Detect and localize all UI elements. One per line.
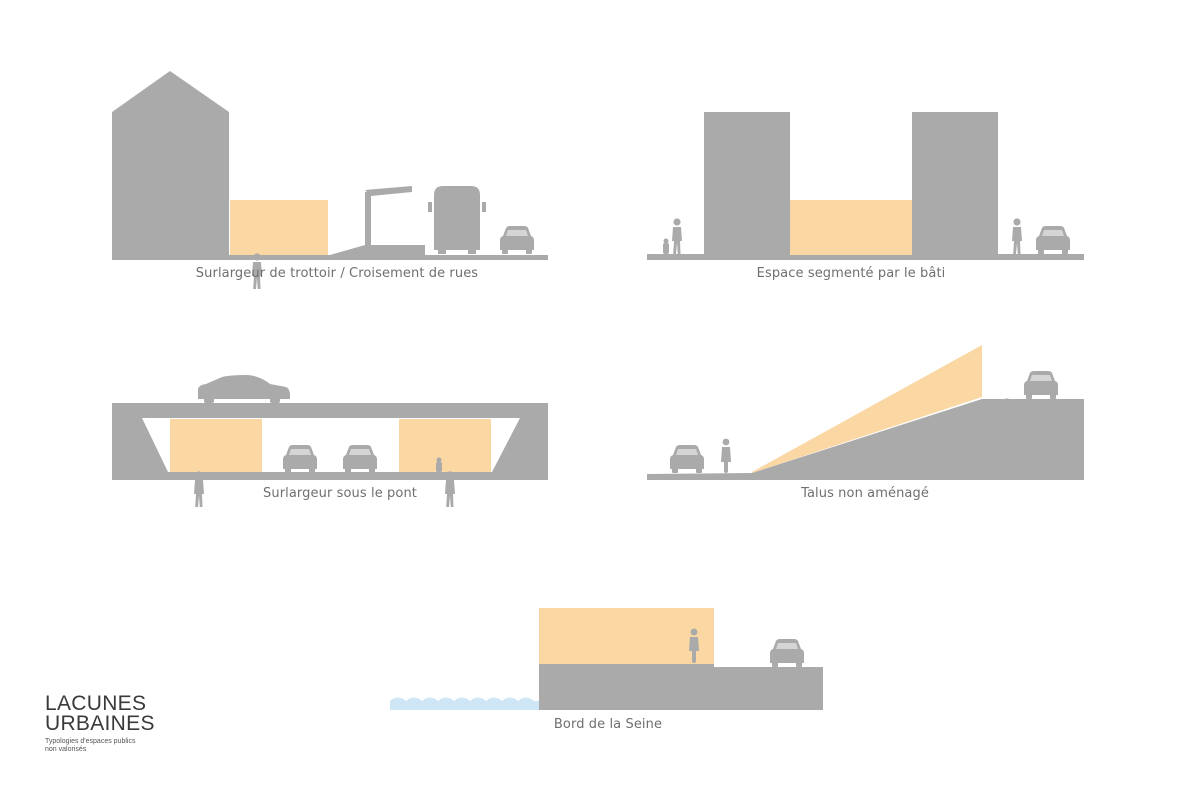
urban-gap-zone-right: [399, 419, 491, 472]
section-under-bridge: [112, 375, 548, 507]
urban-gap-zone: [752, 345, 982, 473]
caption-section-5: Bord de la Seine: [553, 717, 663, 732]
cyclist-icon: [721, 438, 731, 473]
section-embankment: [647, 345, 1084, 480]
bridge-structure: [112, 403, 548, 480]
section-segmented-space: [647, 112, 1084, 260]
urban-gap-zone-left: [170, 419, 262, 472]
title-line-2: URBAINES: [45, 712, 155, 735]
title-line-1: LACUNES: [45, 692, 147, 715]
car-icon: [670, 445, 704, 473]
car-icon: [343, 445, 377, 473]
caption-section-3: Surlargeur sous le pont: [263, 486, 417, 501]
section-seine-bank: [390, 608, 823, 710]
caption-section-4: Talus non aménagé: [801, 486, 929, 501]
car-on-bridge-icon: [198, 375, 290, 403]
cyclist-icon: [689, 628, 699, 663]
sidewalk-ramp: [330, 245, 425, 255]
car-icon: [283, 445, 317, 473]
gabled-building: [112, 71, 229, 260]
bus-shelter-icon: [365, 186, 412, 247]
ground-line: [647, 254, 1084, 260]
car-icon: [1036, 226, 1070, 254]
building-left: [704, 112, 790, 255]
subtitle-line-2: non valorisés: [45, 746, 87, 753]
car-icon: [1024, 371, 1058, 399]
subtitle-line-1: Typologies d'espaces publics: [45, 738, 136, 745]
pedestrian-icon: [1012, 218, 1022, 254]
caption-section-1: Surlargeur de trottoir / Croisement de r…: [195, 266, 479, 281]
caption-section-2: Espace segmenté par le bâti: [756, 266, 946, 281]
car-icon: [770, 639, 804, 667]
section-sidewalk-widening: [112, 71, 548, 289]
embankment-slope: [647, 399, 1084, 480]
water-waves-icon: [390, 697, 539, 710]
building-right: [912, 112, 998, 255]
pedestrian-icon: [672, 218, 682, 254]
urban-gap-zone: [230, 200, 328, 255]
dog-icon: [663, 238, 669, 254]
car-icon: [500, 226, 534, 254]
dog-icon: [436, 457, 442, 472]
title-block: LACUNES URBAINES Typologies d'espaces pu…: [45, 692, 245, 754]
ground-line: [112, 255, 548, 260]
urban-gap-zone: [539, 608, 714, 664]
quay: [539, 664, 823, 710]
bus-icon: [428, 186, 486, 254]
urban-gap-zone: [790, 200, 912, 255]
